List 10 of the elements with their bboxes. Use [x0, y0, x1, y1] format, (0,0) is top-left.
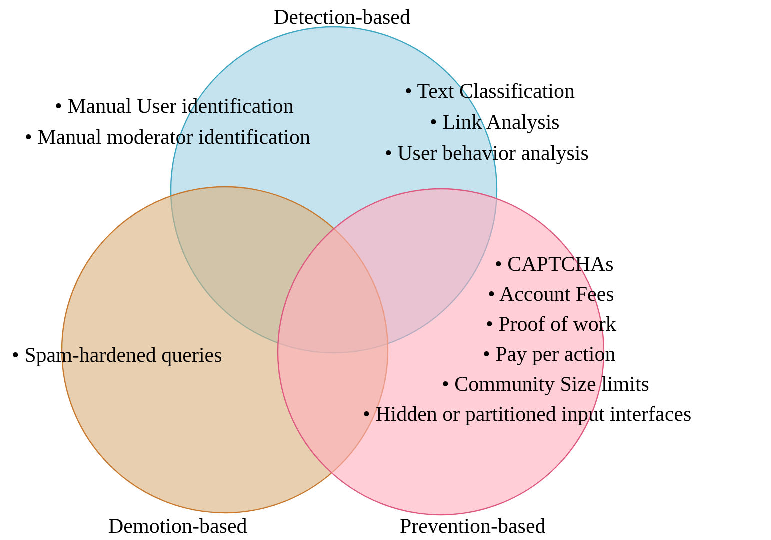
- list-item: • Community Size limits: [442, 373, 650, 395]
- list-item: • CAPTCHAs: [495, 253, 614, 275]
- category-heading: Demotion-based: [108, 515, 248, 537]
- list-item: • Hidden or partitioned input interfaces: [363, 403, 692, 425]
- list-item: • Proof of work: [486, 313, 616, 335]
- category-heading: Prevention-based: [400, 515, 546, 537]
- category-heading: Detection-based: [274, 6, 410, 28]
- list-item: • Link Analysis: [430, 111, 560, 133]
- list-item: • Pay per action: [483, 343, 616, 365]
- list-item: • Spam-hardened queries: [12, 344, 222, 366]
